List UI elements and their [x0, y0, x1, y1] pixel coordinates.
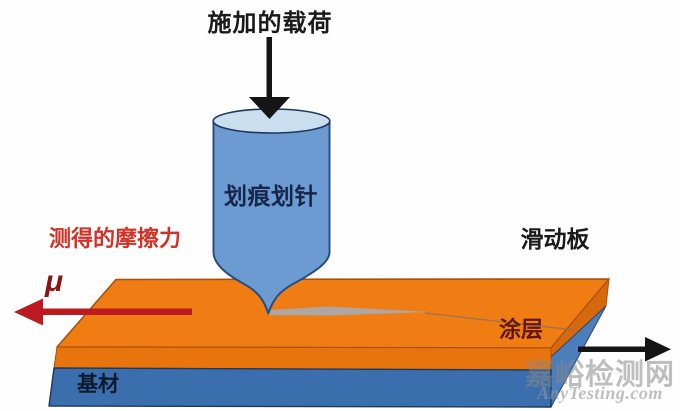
- mu-symbol-label: μ: [45, 265, 64, 298]
- scratch-groove: [269, 306, 575, 331]
- measured-friction-label: 测得的摩擦力: [48, 226, 181, 251]
- friction-arrow-shaft: [38, 308, 192, 315]
- scratch-stylus: [212, 108, 331, 315]
- slide-arrow-head: [645, 337, 671, 362]
- load-arrow-head: [249, 97, 290, 119]
- slide-arrow-icon: [578, 337, 671, 362]
- friction-arrow-head: [14, 298, 43, 326]
- watermark-en-text: AnyTesting.com: [537, 383, 663, 403]
- load-arrow-shaft: [266, 37, 272, 99]
- scratch-track-line: [424, 312, 575, 331]
- coating-front-face: [53, 346, 552, 371]
- stylus-label: 划痕划针: [224, 183, 318, 209]
- applied-load-label: 施加的载荷: [207, 10, 333, 37]
- slide-arrow-shaft: [578, 346, 648, 352]
- substrate-label: 基材: [77, 373, 119, 396]
- load-arrow-icon: [249, 37, 290, 119]
- coating-label: 涂层: [498, 317, 543, 342]
- friction-arrow-icon: [14, 298, 192, 326]
- sliding-plate-label: 滑动板: [520, 226, 590, 252]
- substrate-front-face: [48, 367, 552, 408]
- stylus-body: [212, 120, 331, 315]
- scratch-wedge: [269, 306, 430, 316]
- watermark-cn-text: 嘉峪检测网: [524, 359, 675, 391]
